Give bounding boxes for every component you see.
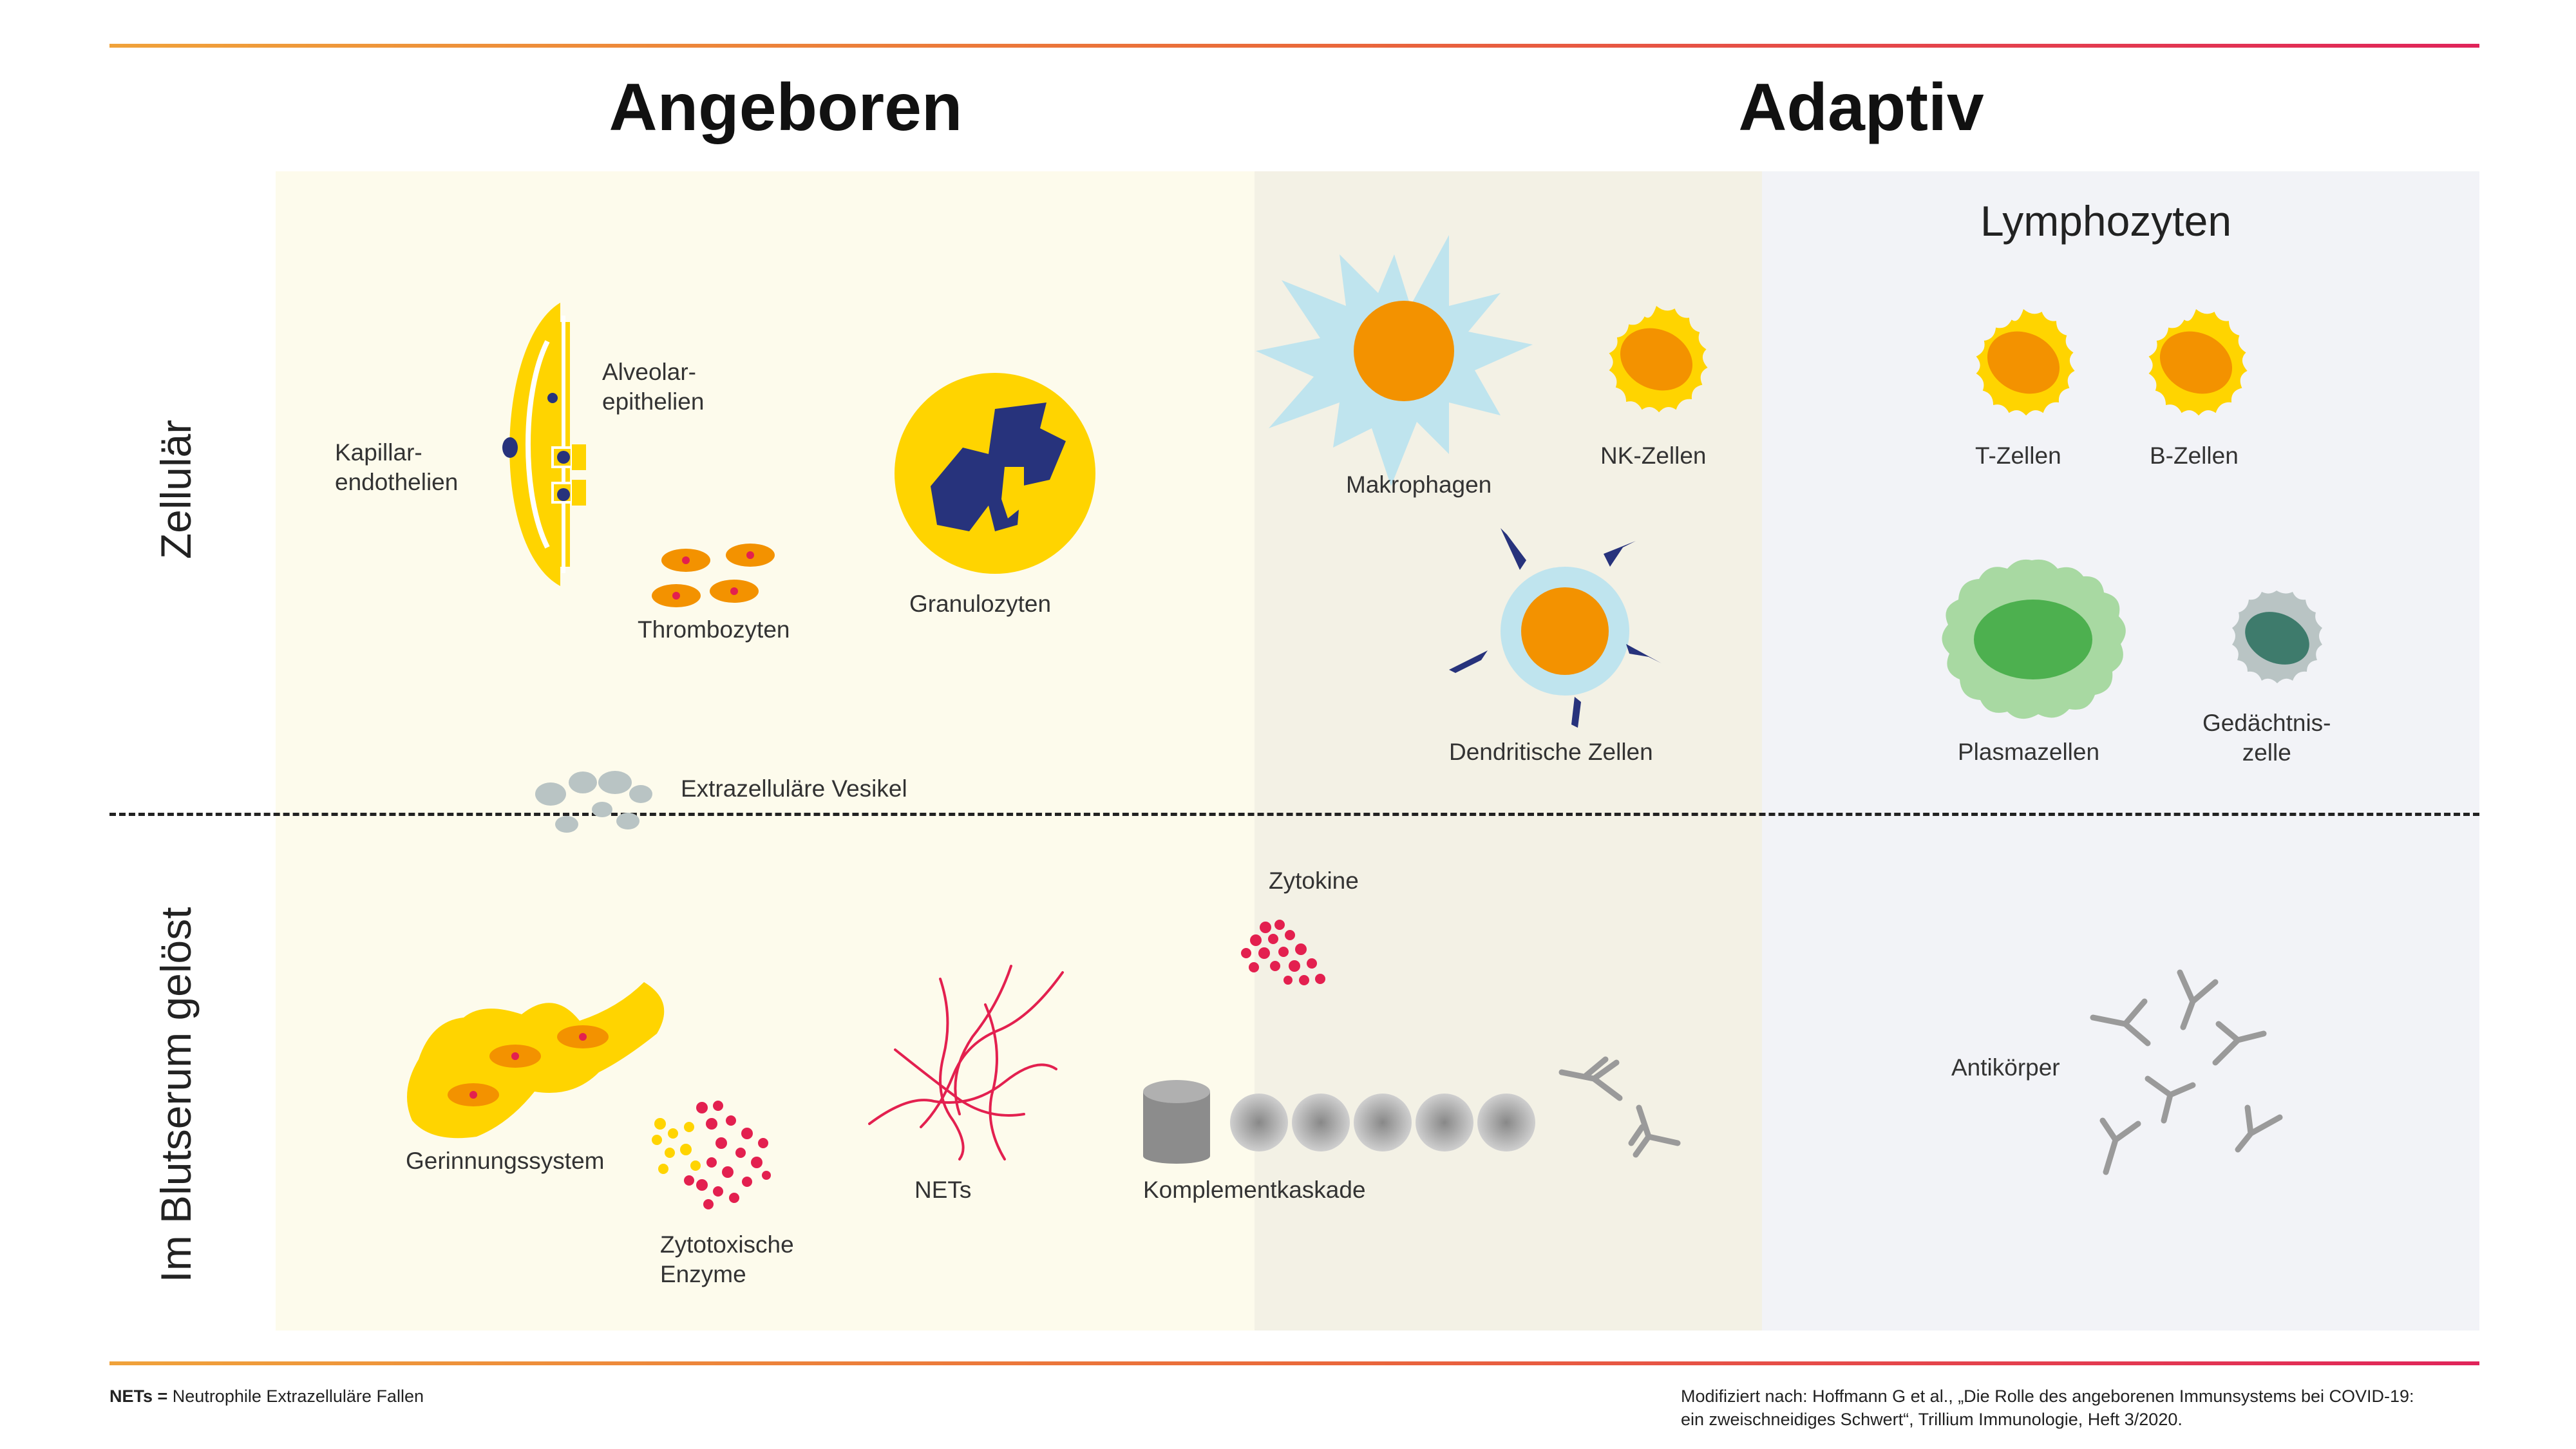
label-dendritic: Dendritische Zellen: [1449, 739, 1653, 765]
epithelium-illustration: [502, 303, 586, 586]
footnote-definition: Neutrophile Extrazelluläre Fallen: [167, 1387, 424, 1406]
b-cell-illustration: [2148, 309, 2248, 416]
innate-panel: [276, 171, 1255, 1331]
nk-cell-illustration: [1609, 306, 1708, 413]
label-nets: NETs: [914, 1177, 972, 1203]
label-plasma: Plasmazellen: [1958, 739, 2100, 765]
header-innate: Angeboren: [609, 70, 963, 145]
lymphocytes-title: Lymphozyten: [1980, 197, 2232, 245]
coagulation-illustration: [407, 982, 665, 1139]
label-macrophages: Makrophagen: [1346, 471, 1492, 498]
row-label-serum: Im Blutserum gelöst: [152, 907, 200, 1283]
label-nk-cells: NK-Zellen: [1600, 442, 1707, 469]
bottom-rule: [109, 1361, 2479, 1365]
nets-illustration: [868, 965, 1064, 1160]
cytotoxic-enzymes-illustration: [652, 1101, 771, 1209]
dendritic-cell-illustration: [1449, 528, 1662, 728]
cytokines-illustration: [1241, 920, 1325, 985]
label-capillary: Kapillar- endothelien: [335, 439, 459, 495]
antibodies-illustration: [2090, 969, 2283, 1175]
footnote: NETs = Neutrophile Extrazelluläre Fallen: [109, 1385, 424, 1408]
granulocyte-illustration: [895, 373, 1095, 574]
label-antibodies: Antikörper: [1951, 1054, 2060, 1081]
complement-illustration: [1143, 1080, 1535, 1164]
t-cell-illustration: [1976, 309, 2075, 416]
label-thrombocytes: Thrombozyten: [638, 616, 790, 643]
nucleus-icon: [502, 437, 518, 458]
plasma-cell-illustration: [1942, 559, 2126, 719]
label-cytokines: Zytokine: [1269, 867, 1359, 894]
top-rule: [109, 44, 2479, 48]
label-vesicles: Extrazelluläre Vesikel: [681, 775, 907, 802]
footnote-term: NETs =: [109, 1387, 168, 1406]
label-alveolar: Alveolar- epithelien: [602, 359, 705, 415]
header-adaptive: Adaptiv: [1738, 70, 1984, 145]
label-granulocytes: Granulozyten: [909, 591, 1052, 617]
macrophage-illustration: [1256, 235, 1533, 486]
antibodies-overlap-illustration: [1558, 1056, 1681, 1158]
memory-cell-illustration: [2232, 591, 2322, 683]
label-cytotoxic: Zytotoxische Enzyme: [660, 1231, 794, 1287]
row-label-cellular: Zellulär: [152, 419, 200, 560]
label-memory: Gedächtnis- zelle: [2202, 710, 2331, 766]
label-complement: Komplementkaskade: [1143, 1177, 1366, 1203]
source-citation: Modifiziert nach: Hoffmann G et al., „Di…: [1681, 1387, 2414, 1429]
vesicles-illustration: [535, 771, 652, 833]
label-coagulation: Gerinnungssystem: [406, 1148, 605, 1174]
thrombocytes-illustration: [652, 544, 775, 607]
row-divider: [109, 813, 2479, 816]
label-b-cells: B-Zellen: [2150, 442, 2239, 469]
label-t-cells: T-Zellen: [1975, 442, 2061, 469]
